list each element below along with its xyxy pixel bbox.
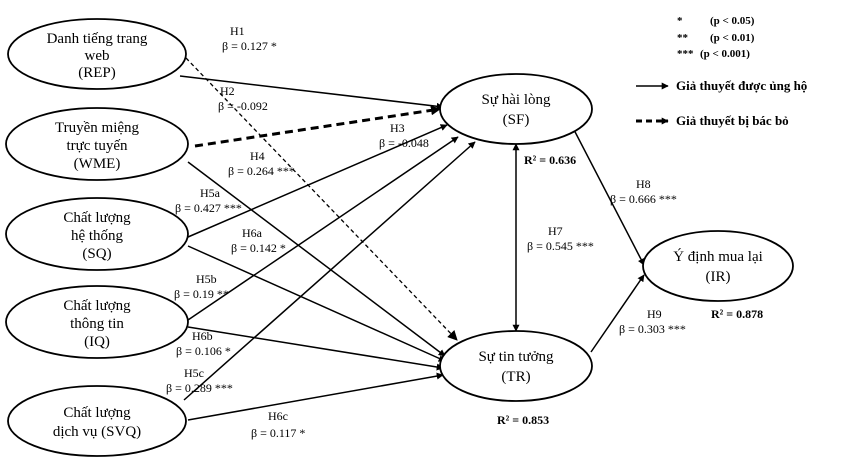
r2-sf: R² = 0.636 <box>524 153 576 167</box>
label-h2-beta: β = -0.092 <box>218 99 268 113</box>
arrow-h1-rep-tr <box>185 57 458 341</box>
legend-rejected-label: Giả thuyết bị bác bỏ <box>676 113 789 128</box>
label-h9-name: H9 <box>647 307 662 321</box>
label-h3-name: H3 <box>390 121 405 135</box>
label-h7-name: H7 <box>548 224 563 238</box>
node-svq-line-2: dịch vụ (SVQ) <box>53 424 141 440</box>
arrow-h5b-iq-sf <box>187 136 459 321</box>
arrow-h6b-iq-tr <box>187 326 444 371</box>
label-h6c-beta: β = 0.117 * <box>251 426 305 440</box>
arrow-h6c-svq-tr <box>187 372 444 421</box>
label-h1-name: H1 <box>230 24 245 38</box>
node-tr-line-2: (TR) <box>501 369 530 385</box>
legend: * (p < 0.05) ** (p < 0.01) *** (p < 0.00… <box>636 15 807 128</box>
label-h1-beta: β = 0.127 * <box>222 39 277 53</box>
label-h7-beta: β = 0.545 *** <box>527 239 594 253</box>
legend-sig3-text: (p < 0.001) <box>700 48 750 60</box>
node-rep-line-3: (REP) <box>78 65 116 81</box>
arrow-h8-sf-ir <box>571 125 645 266</box>
label-h6b-name: H6b <box>192 329 213 343</box>
node-tr: Sự tin tưởng (TR) <box>439 330 593 402</box>
arrow-h3-wme-sf <box>194 105 441 148</box>
arrow-h9-tr-ir <box>590 274 645 353</box>
label-h4-name: H4 <box>250 149 265 163</box>
legend-sig1-stars: * <box>677 15 683 27</box>
node-iq: Chất lượng thông tin (IQ) <box>5 285 189 359</box>
node-iq-line-3: (IQ) <box>84 334 110 350</box>
label-h8-name: H8 <box>636 177 651 191</box>
arrow-h5c-svq-sf <box>183 141 476 401</box>
legend-supported-label: Giả thuyết được ủng hộ <box>676 78 807 93</box>
label-h9-beta: β = 0.303 *** <box>619 322 686 336</box>
label-h5a-name: H5a <box>200 186 221 200</box>
arrow-h5a-sq-sf <box>187 124 448 238</box>
legend-sig2-text: (p < 0.01) <box>710 32 755 44</box>
label-h5c-beta: β = 0.289 *** <box>166 381 233 395</box>
legend-sig2-stars: ** <box>677 32 689 44</box>
node-wme-line-2: trực tuyến <box>66 138 128 154</box>
r2-ir: R² = 0.878 <box>711 307 763 321</box>
label-h5b-name: H5b <box>196 272 217 286</box>
r2-tr: R² = 0.853 <box>497 413 549 427</box>
node-sf: Sự hài lòng (SF) <box>439 73 593 145</box>
node-sq-line-3: (SQ) <box>82 246 111 262</box>
label-h6a-name: H6a <box>242 226 263 240</box>
label-h6a-beta: β = 0.142 * <box>231 241 286 255</box>
arrow-h4-wme-tr <box>187 161 446 357</box>
node-sq-line-2: hệ thống <box>71 228 124 244</box>
node-ir-line-2: (IR) <box>706 269 731 285</box>
node-rep-line-2: web <box>85 48 110 64</box>
node-wme-line-1: Truyền miệng <box>55 120 140 136</box>
label-h5c-name: H5c <box>184 366 204 380</box>
label-h3-beta: β = -0.048 <box>379 136 429 150</box>
legend-sig3-stars: *** <box>677 48 694 60</box>
node-svq: Chất lượng dịch vụ (SVQ) <box>7 385 187 457</box>
node-sq: Chất lượng hệ thống (SQ) <box>5 197 189 271</box>
label-h4-beta: β = 0.264 *** <box>228 164 295 178</box>
arrow-h6a-sq-tr <box>187 245 446 362</box>
node-rep-line-1: Danh tiếng trang <box>47 31 148 47</box>
node-sf-line-2: (SF) <box>503 112 530 128</box>
node-rep: Danh tiếng trang web (REP) <box>7 18 187 90</box>
node-ir-line-1: Ý định mua lại <box>673 248 763 265</box>
legend-sig1-text: (p < 0.05) <box>710 15 755 27</box>
node-svq-line-1: Chất lượng <box>63 405 131 421</box>
label-h5a-beta: β = 0.427 *** <box>175 201 242 215</box>
node-ir: Ý định mua lại (IR) <box>642 230 794 302</box>
node-tr-line-1: Sự tin tưởng <box>478 349 554 365</box>
node-sf-line-1: Sự hài lòng <box>482 92 551 108</box>
label-h5b-beta: β = 0.19 ** <box>174 287 229 301</box>
node-sq-line-1: Chất lượng <box>63 210 131 226</box>
arrow-h2-rep-sf <box>179 75 444 110</box>
label-h2-name: H2 <box>220 84 235 98</box>
label-h6b-beta: β = 0.106 * <box>176 344 231 358</box>
label-h8-beta: β = 0.666 *** <box>610 192 677 206</box>
node-wme: Truyền miệng trực tuyến (WME) <box>5 107 189 181</box>
label-h6c-name: H6c <box>268 409 288 423</box>
node-iq-line-2: thông tin <box>70 316 124 332</box>
node-iq-line-1: Chất lượng <box>63 298 131 314</box>
node-wme-line-3: (WME) <box>74 156 121 172</box>
